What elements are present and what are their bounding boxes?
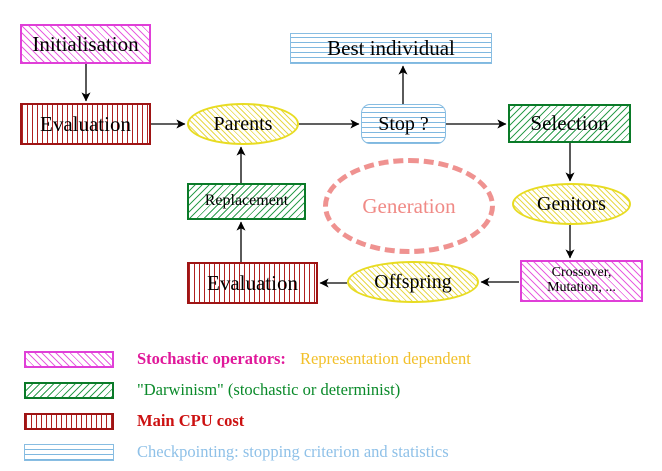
- legend-label-representation-dependent: Representation dependent: [299, 349, 471, 368]
- legend-row-darwinism: "Darwinism" (stochastic or determinist): [24, 376, 644, 404]
- legend-swatch-green-diagonal-hatch: [24, 381, 114, 399]
- node-best-individual-label: Best individual: [327, 36, 455, 61]
- legend-swatch-magenta-diagonal-hatch: [24, 350, 114, 368]
- node-best-individual[interactable]: Best individual: [290, 33, 492, 64]
- legend-swatch-red-vertical-hatch: [24, 412, 114, 430]
- node-parents[interactable]: Parents: [187, 103, 299, 145]
- legend-label-darwinism: "Darwinism" (stochastic or determinist): [137, 380, 401, 399]
- legend-swatch-blue-horizontal-hatch: [24, 443, 114, 461]
- legend-label-checkpointing: Checkpointing: stopping criterion and st…: [137, 442, 449, 461]
- node-evaluation-top[interactable]: Evaluation: [20, 103, 151, 145]
- node-offspring[interactable]: Offspring: [347, 261, 479, 303]
- node-initialisation-label: Initialisation: [32, 31, 139, 56]
- legend-label-main-cpu-cost: Main CPU cost: [137, 411, 245, 430]
- node-selection[interactable]: Selection: [508, 104, 631, 143]
- node-crossover-mutation-label: Crossover, Mutation, ...: [547, 265, 616, 295]
- node-genitors-label: Genitors: [537, 192, 606, 215]
- node-selection-label: Selection: [530, 111, 609, 136]
- node-offspring-label: Offspring: [374, 270, 452, 293]
- legend-label-stochastic-operators: Stochastic operators:: [137, 349, 286, 368]
- node-initialisation[interactable]: Initialisation: [20, 24, 151, 64]
- legend-row-stochastic-operators: Stochastic operators: Representation dep…: [24, 345, 644, 373]
- node-replacement[interactable]: Replacement: [187, 183, 306, 220]
- node-stop[interactable]: Stop ?: [361, 104, 446, 144]
- node-evaluation-bottom[interactable]: Evaluation: [187, 262, 318, 304]
- node-parents-label: Parents: [213, 112, 273, 135]
- node-stop-label: Stop ?: [378, 112, 429, 135]
- legend-row-main-cpu-cost: Main CPU cost: [24, 407, 644, 435]
- node-crossover-mutation[interactable]: Crossover, Mutation, ...: [520, 260, 643, 302]
- generation-cycle-ellipse: Generation: [323, 158, 495, 254]
- node-replacement-label: Replacement: [204, 192, 289, 210]
- generation-label: Generation: [362, 193, 456, 218]
- node-evaluation-bottom-label: Evaluation: [207, 270, 298, 295]
- legend: Stochastic operators: Representation dep…: [24, 345, 644, 469]
- legend-row-checkpointing: Checkpointing: stopping criterion and st…: [24, 438, 644, 466]
- node-genitors[interactable]: Genitors: [512, 183, 631, 225]
- node-evaluation-top-label: Evaluation: [40, 111, 131, 136]
